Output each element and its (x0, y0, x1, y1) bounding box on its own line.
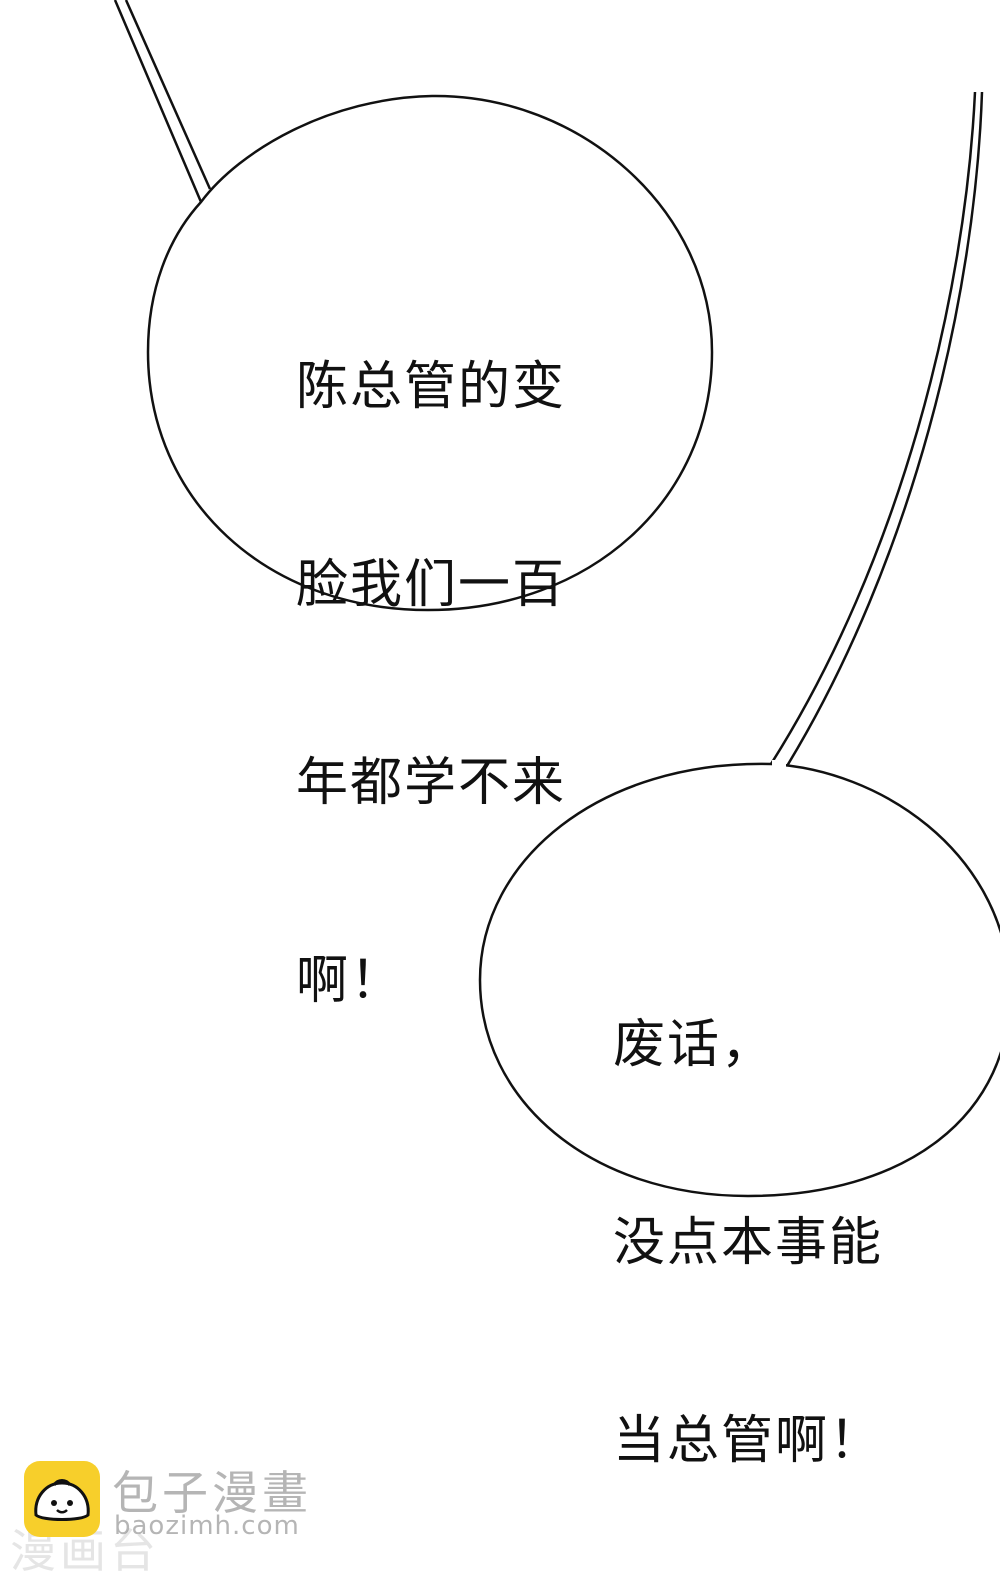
speech-bubble-lower-tail (769, 91, 984, 767)
speech-bubble-lower-text: 废话， 没点本事能 当总管啊！ (613, 880, 883, 1540)
dialogue-line: 年都学不来 (296, 753, 567, 813)
dialogue-line: 啊！ (296, 951, 405, 1011)
dialogue-line: 脸我们一百 (296, 555, 567, 615)
speech-bubble-upper (146, 94, 714, 612)
dialogue-line: 没点本事能 (613, 1213, 884, 1273)
watermark: 漫画台 包子漫畫 baozimh.com (10, 1455, 354, 1578)
dialogue-line: 当总管啊！ (613, 1411, 884, 1471)
speech-bubble-upper-tail (113, 0, 212, 203)
speech-bubble-lower (478, 762, 1000, 1198)
speech-bubble-upper-text: 陈总管的变 脸我们一百 年都学不来 啊！ (296, 222, 566, 1080)
baozi-bun-icon (24, 1461, 100, 1537)
dialogue-line: 陈总管的变 (296, 357, 567, 417)
watermark-site-name: 包子漫畫 (112, 1466, 312, 1520)
watermark-site-url: baozimh.com (114, 1511, 300, 1541)
dialogue-line: 废话， (613, 1015, 776, 1075)
